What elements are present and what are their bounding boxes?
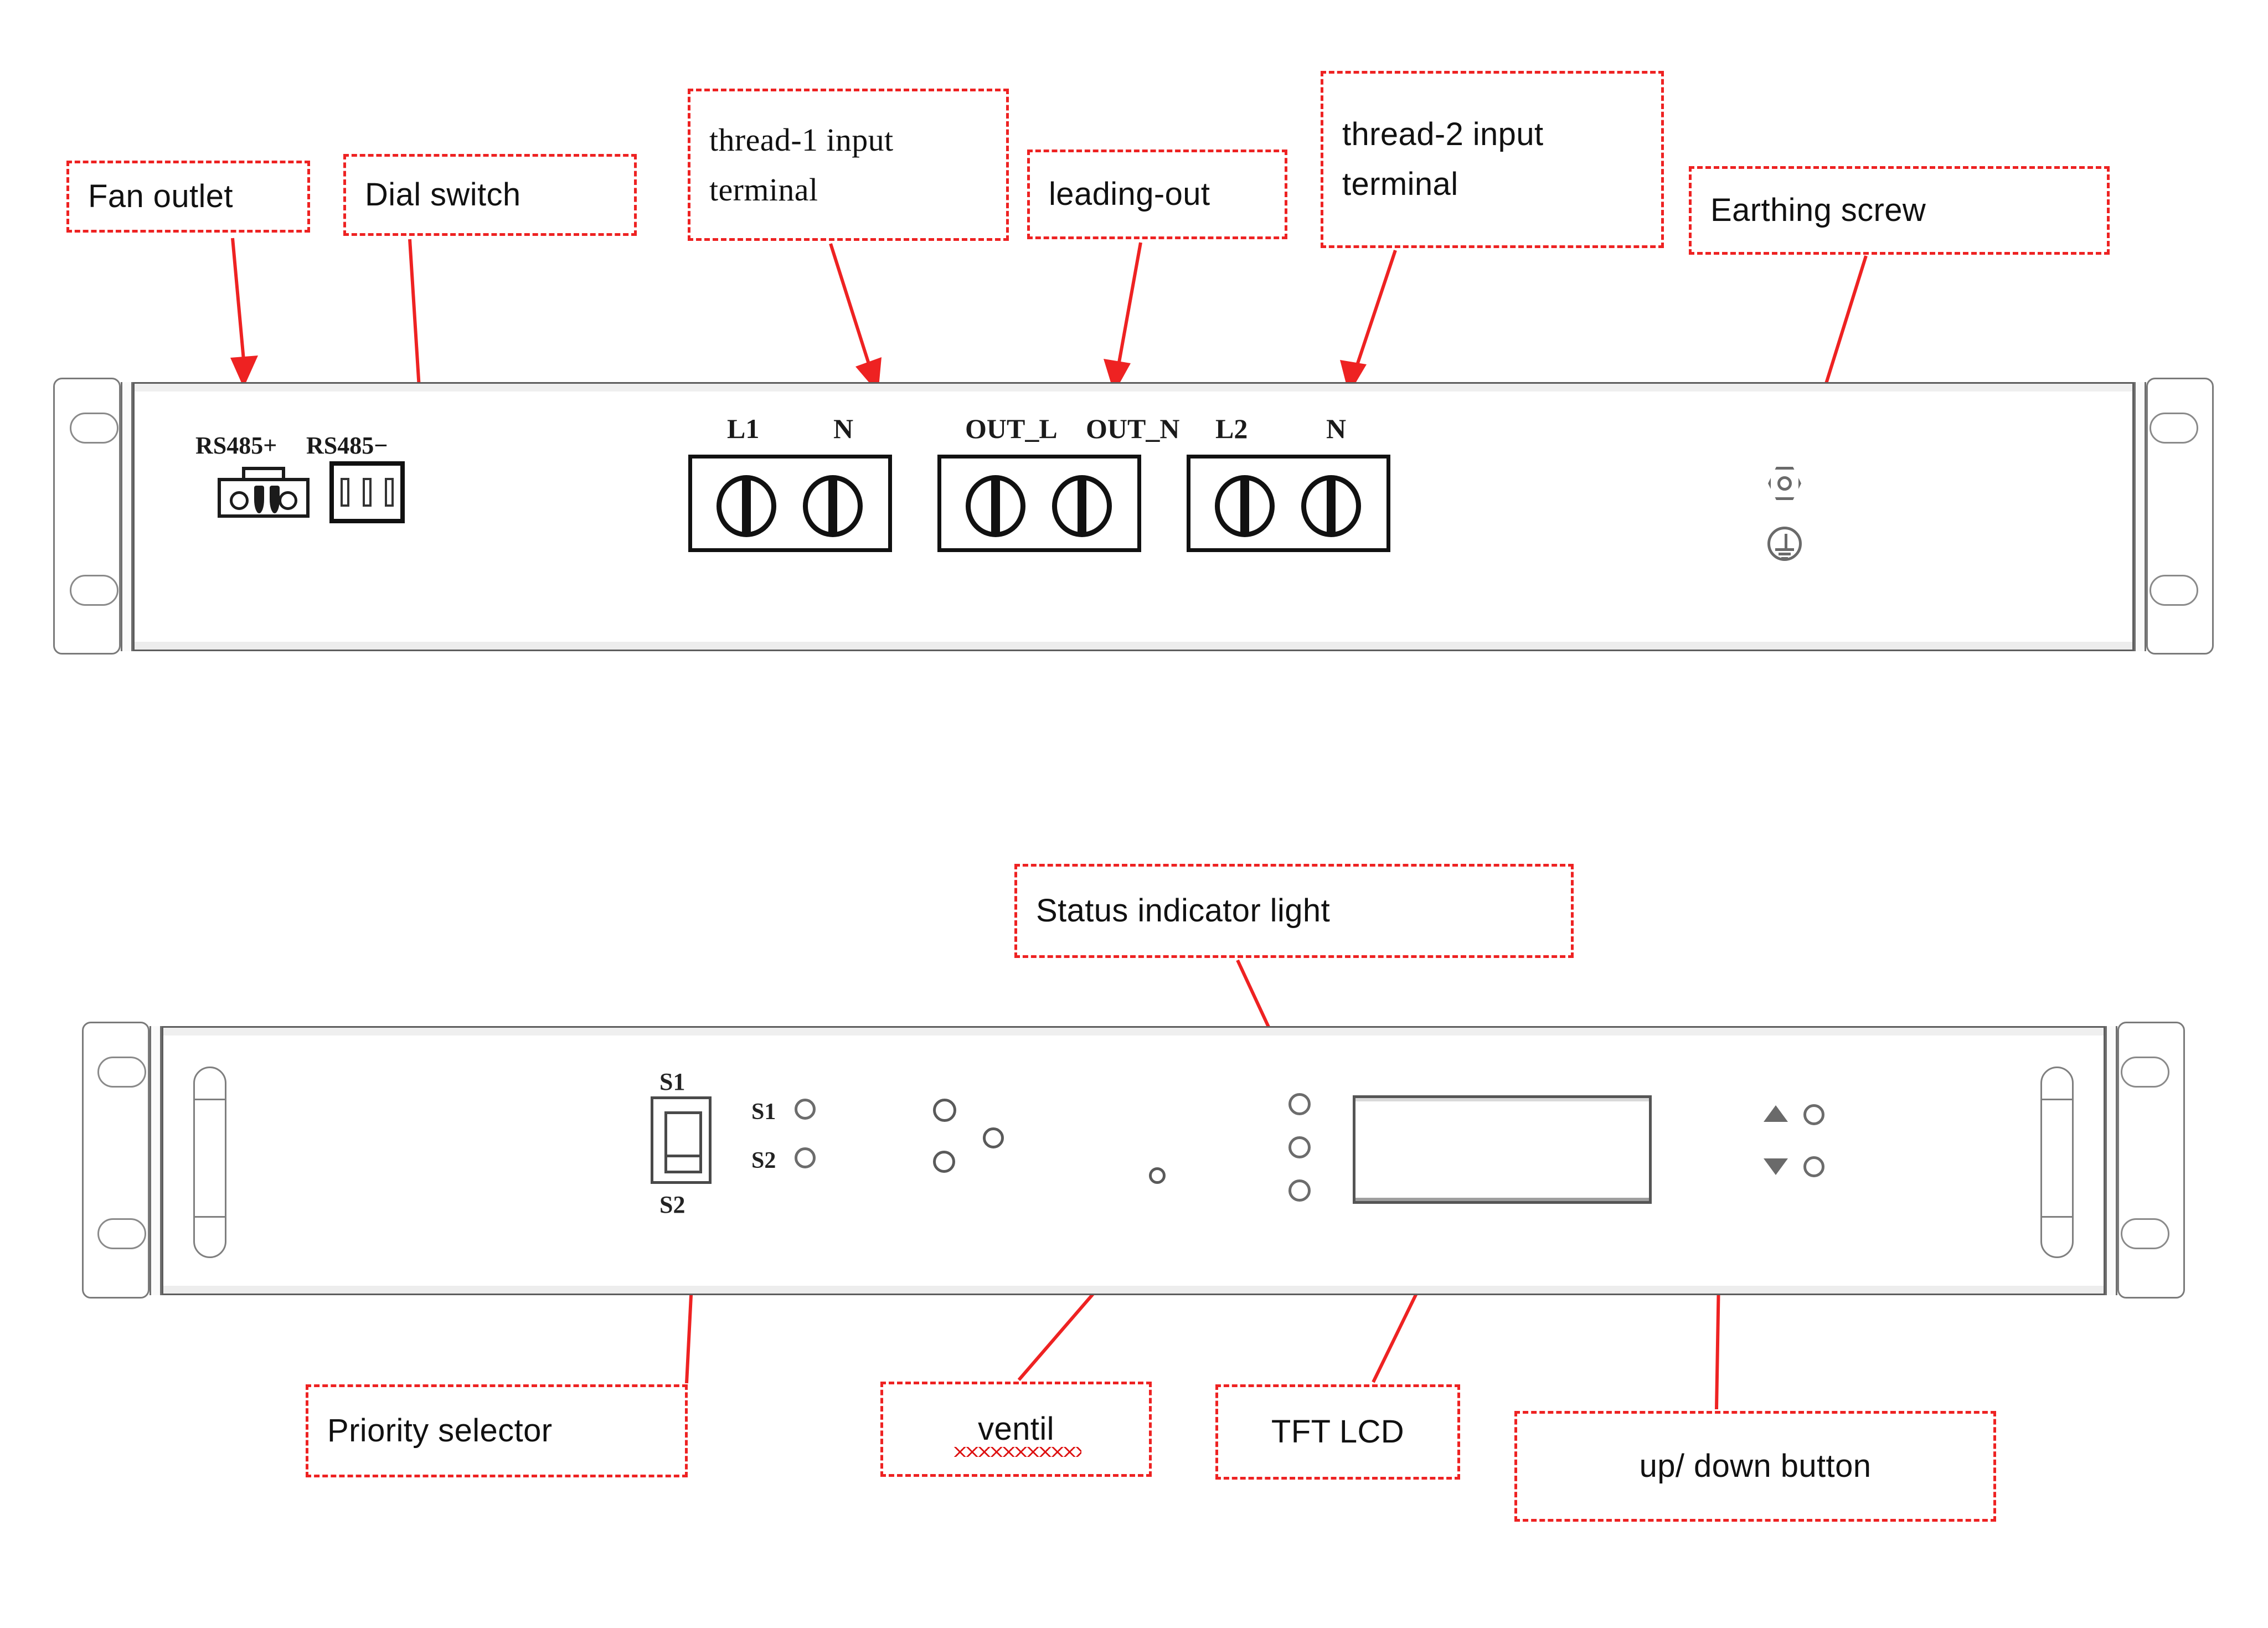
rear-left-ear-slot-1 — [70, 413, 118, 444]
rear-right-ear-slot-1 — [2150, 413, 2198, 444]
status-indicator-light-1 — [1288, 1093, 1311, 1115]
thread-2-input-terminal-block[interactable] — [1187, 455, 1390, 552]
hex-nut-screw-icon — [1768, 467, 1801, 500]
front-left-ear-gap — [150, 1026, 162, 1295]
callout-thread-2-input-terminal: thread-2 input terminal — [1321, 71, 1664, 248]
front-left-handle-line-bottom — [193, 1216, 226, 1218]
terminal-screw-out-l[interactable] — [966, 475, 1025, 537]
callout-label: Priority selector — [327, 1413, 553, 1449]
rs485-connector-tab — [242, 467, 285, 479]
spellcheck-squiggle — [954, 1447, 1081, 1457]
callout-earthing-screw: Earthing screw — [1689, 166, 2110, 255]
front-right-handle[interactable] — [2040, 1067, 2074, 1258]
dip-lever-1[interactable] — [341, 478, 349, 507]
callout-label: Dial switch — [365, 177, 521, 213]
status-indicator-light-2 — [1288, 1136, 1311, 1158]
front-left-ear-slot-1 — [97, 1057, 146, 1088]
callout-label: leading-out — [1049, 176, 1210, 213]
leading-out-terminal-block[interactable] — [937, 455, 1141, 552]
callout-label: Earthing screw — [1710, 192, 1926, 229]
callout-ventil: ventil — [880, 1382, 1152, 1477]
front-left-handle[interactable] — [193, 1067, 226, 1258]
callout-label: TFT LCD — [1271, 1414, 1405, 1450]
vent-hole-3 — [933, 1151, 955, 1173]
priority-selector-switch[interactable] — [651, 1096, 712, 1184]
down-button-arrow-icon — [1764, 1158, 1788, 1175]
rs485-negative-label: RS485− — [306, 432, 388, 459]
callout-thread-1-input-terminal: thread-1 input terminal — [688, 89, 1009, 241]
terminal-label-l2: L2 — [1215, 413, 1248, 444]
rs485-positive-label: RS485+ — [195, 432, 277, 459]
rs485-connector-pin-2 — [270, 486, 280, 513]
terminal-screw-out-n[interactable] — [1052, 475, 1112, 537]
priority-selector-split — [664, 1155, 702, 1157]
rear-right-ear-gap — [2134, 382, 2146, 651]
callout-tft-lcd: TFT LCD — [1215, 1384, 1460, 1480]
rear-left-ear-slot-2 — [70, 575, 118, 606]
rear-right-ear-slot-2 — [2150, 575, 2198, 606]
terminal-label-l1: L1 — [727, 413, 760, 444]
down-button[interactable] — [1803, 1156, 1824, 1177]
callout-label: up/ down button — [1639, 1448, 1872, 1485]
rs485-connector-hole-left — [230, 491, 249, 510]
dip-lever-3[interactable] — [385, 478, 394, 507]
status-led-s1-label: S1 — [751, 1099, 776, 1125]
priority-selector-bottom-label: S2 — [659, 1191, 685, 1218]
status-led-s1 — [795, 1099, 816, 1120]
callout-label: Fan outlet — [88, 178, 233, 215]
priority-selector-top-label: S1 — [659, 1068, 685, 1095]
vent-hole-1 — [933, 1099, 956, 1122]
callout-up-down-button: up/ down button — [1514, 1411, 1996, 1522]
front-left-handle-line-top — [193, 1099, 226, 1100]
terminal-screw-n1[interactable] — [803, 475, 863, 537]
terminal-label-n1: N — [833, 413, 854, 444]
rear-panel: RS485+ RS485− L1 N — [0, 0, 2268, 775]
callout-status-indicator-light: Status indicator light — [1014, 864, 1574, 958]
earth-ground-symbol-icon — [1767, 527, 1802, 561]
front-right-handle-line-top — [2040, 1099, 2074, 1100]
thread-1-input-terminal-block[interactable] — [688, 455, 892, 552]
tft-lcd-display[interactable] — [1353, 1095, 1652, 1204]
callout-label: thread-2 input terminal — [1342, 116, 1544, 202]
callout-leading-out: leading-out — [1027, 150, 1287, 239]
terminal-screw-l2[interactable] — [1215, 475, 1275, 537]
up-button-arrow-icon — [1764, 1105, 1788, 1122]
callout-label: ventil — [978, 1411, 1054, 1447]
callout-label: thread-1 input terminal — [709, 121, 894, 208]
vent-hole-2 — [983, 1127, 1004, 1148]
front-right-ear-slot-2 — [2121, 1218, 2169, 1249]
front-right-handle-line-bottom — [2040, 1216, 2074, 1218]
rs485-connector-pin-1 — [254, 486, 264, 513]
front-right-ear-gap — [2105, 1026, 2117, 1295]
front-chassis: S1 S2 S1 S2 — [162, 1026, 2105, 1295]
priority-selector-lever[interactable] — [664, 1111, 702, 1173]
terminal-label-n2: N — [1326, 413, 1347, 444]
terminal-screw-l1[interactable] — [717, 475, 776, 537]
front-right-ear-slot-1 — [2121, 1057, 2169, 1088]
status-led-s2 — [795, 1147, 816, 1168]
dip-lever-2[interactable] — [363, 478, 372, 507]
status-indicator-light-3 — [1288, 1179, 1311, 1202]
callout-priority-selector: Priority selector — [306, 1384, 688, 1477]
rear-left-ear-gap — [121, 382, 133, 651]
rs485-connector-hole-right — [279, 491, 297, 510]
terminal-screw-n2[interactable] — [1301, 475, 1361, 537]
vent-hole-4 — [1149, 1167, 1166, 1184]
status-led-s2-label: S2 — [751, 1148, 776, 1173]
up-button[interactable] — [1803, 1104, 1824, 1125]
callout-fan-outlet: Fan outlet — [66, 161, 310, 233]
callout-label: Status indicator light — [1036, 893, 1331, 929]
dial-switch[interactable] — [329, 461, 405, 523]
terminal-label-out-n: OUT_N — [1086, 413, 1180, 444]
terminal-label-out-l: OUT_L — [965, 413, 1058, 444]
front-left-ear-slot-2 — [97, 1218, 146, 1249]
rear-chassis: RS485+ RS485− L1 N — [133, 382, 2134, 651]
callout-dial-switch: Dial switch — [343, 154, 637, 236]
rs485-connector — [218, 478, 310, 518]
